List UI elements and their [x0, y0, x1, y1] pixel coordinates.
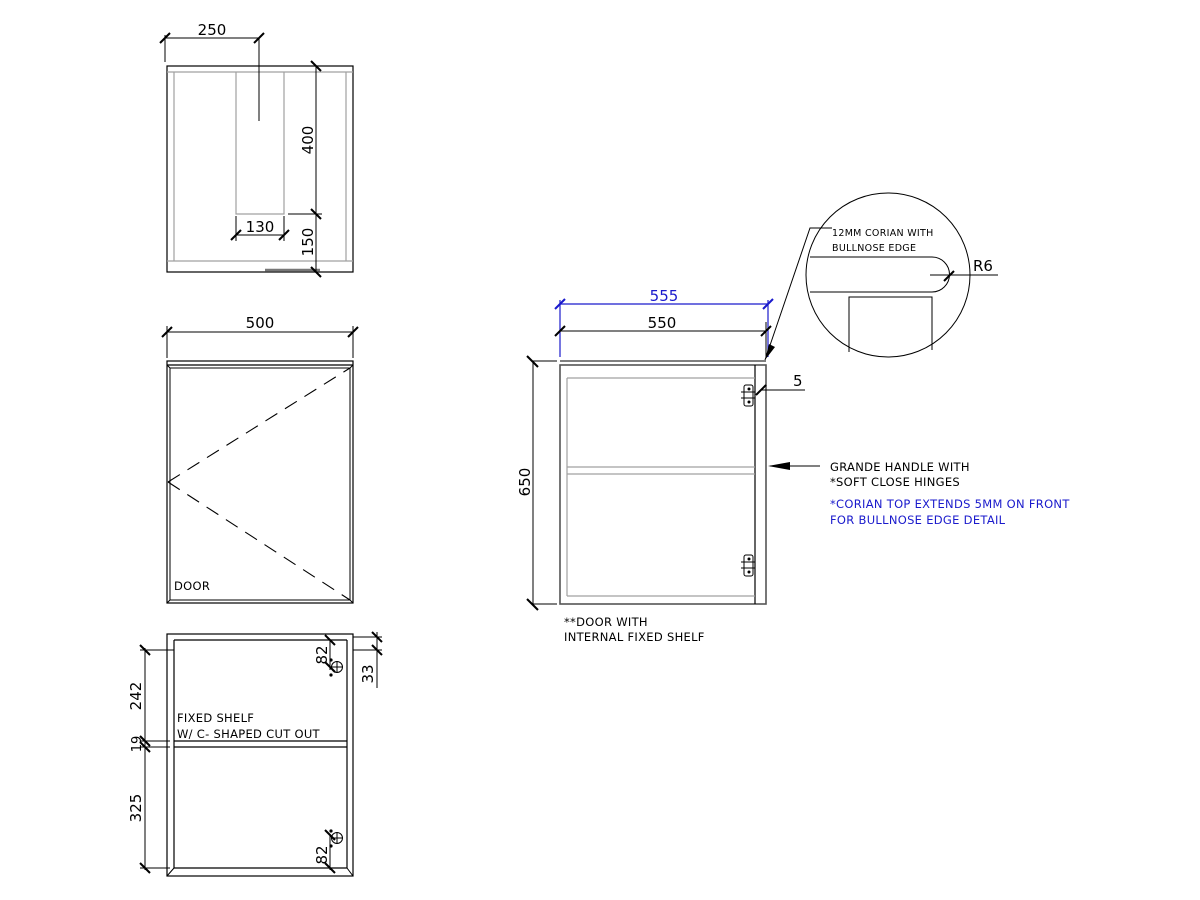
c-cutout-outline [235, 72, 285, 215]
hinge-icon-bottom [329, 829, 343, 848]
dim-555: 555 [650, 287, 679, 305]
dim-5: 5 [793, 372, 803, 390]
door-outline [166, 360, 354, 604]
fixed-shelf-note-line2: W/ C- SHAPED CUT OUT [177, 727, 321, 741]
handle-note-line2: *SOFT CLOSE HINGES [830, 475, 960, 489]
dim-r6: R6 [973, 257, 993, 275]
dim-400: 400 [299, 126, 317, 155]
fixed-shelf-note-line1: FIXED SHELF [177, 711, 254, 725]
dim-19: 19 [130, 736, 145, 753]
dim-650: 650 [516, 468, 534, 497]
bullnose-profile [810, 256, 950, 293]
detail-bubble: R6 12MM CORIAN WITH BULLNOSE EDGE [805, 192, 998, 358]
dim-500: 500 [246, 314, 275, 332]
detail-leader-line [764, 227, 832, 361]
dim-130: 130 [246, 218, 275, 236]
arrow-left-icon [768, 462, 790, 470]
door-label: DOOR [174, 579, 210, 593]
cabinet-side-section [848, 296, 933, 352]
dim-33: 33 [359, 664, 377, 683]
dim-82-bottom: 82 [313, 845, 331, 864]
corian-note-line2: FOR BULLNOSE EDGE DETAIL [830, 513, 1006, 527]
dim-250: 250 [198, 21, 227, 39]
internal-view: FIXED SHELF W/ C- SHAPED CUT OUT 242 19 … [127, 631, 383, 877]
carcass-outline [166, 633, 354, 877]
detail-label-line1: 12MM CORIAN WITH [832, 228, 934, 239]
hinge-icon-lower [741, 554, 755, 577]
top-view-outline [166, 65, 354, 273]
top-view: 250 400 150 130 [159, 21, 354, 278]
corian-note-line1: *CORIAN TOP EXTENDS 5MM ON FRONT [830, 497, 1070, 511]
door-swing-line-top [167, 367, 351, 483]
door-note-line2: INTERNAL FIXED SHELF [564, 630, 705, 644]
door-view: DOOR 500 [161, 314, 359, 604]
door-note-line1: **DOOR WITH [564, 615, 648, 629]
front-view: 555 550 650 5 GRANDE HANDLE WITH *SOFT C… [516, 227, 1070, 644]
dim-242: 242 [127, 682, 145, 711]
hinge-icon-upper [741, 384, 755, 407]
cabinet-outline [559, 364, 767, 605]
hinge-icon-top [329, 658, 343, 677]
dim-82-top: 82 [313, 645, 331, 664]
dim-150: 150 [299, 228, 317, 257]
dim-550: 550 [648, 314, 677, 332]
handle-note-line1: GRANDE HANDLE WITH [830, 460, 970, 474]
door-swing-line-bottom [167, 481, 351, 601]
detail-label-line2: BULLNOSE EDGE [832, 243, 916, 254]
dim-325: 325 [127, 794, 145, 823]
